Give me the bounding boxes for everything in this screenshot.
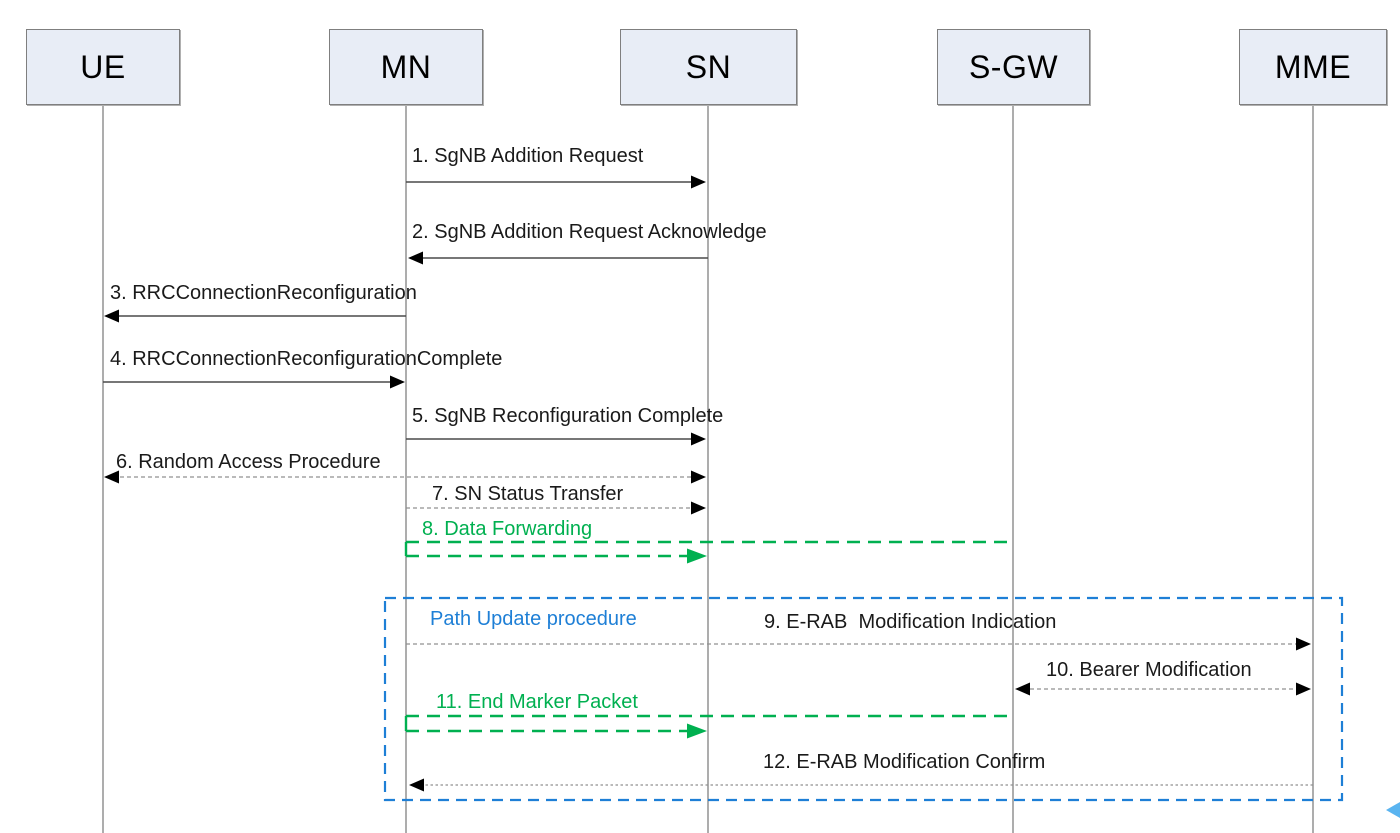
message-label-1: 1. SgNB Addition Request	[412, 145, 644, 167]
actor-label-mme: MME	[1274, 48, 1352, 85]
message-label-3: 3. RRCConnectionReconfiguration	[110, 282, 417, 304]
arrowhead-left-icon	[104, 309, 119, 323]
message-line-3	[104, 309, 406, 323]
message-label-8: 8. Data Forwarding	[422, 518, 593, 540]
message-line-7	[406, 501, 706, 515]
message-line-2	[408, 251, 708, 265]
message-label-5: 5. SgNB Reconfiguration Complete	[412, 405, 724, 427]
arrowhead-right-icon	[687, 723, 707, 739]
arrowhead-left-icon	[409, 778, 424, 792]
arrowhead-right-icon	[691, 501, 706, 515]
arrowhead-right-icon	[691, 175, 706, 189]
message-line-12	[409, 778, 1313, 792]
path-update-frame-label: Path Update procedure	[430, 608, 637, 630]
message-line-1	[406, 175, 706, 189]
message-label-10: 10. Bearer Modification	[1046, 659, 1252, 681]
actor-box-mn: MN	[329, 29, 483, 105]
actor-box-sgw: S-GW	[937, 29, 1090, 105]
message-line-10	[1015, 682, 1311, 696]
message-label-4: 4. RRCConnectionReconfigurationComplete	[110, 348, 503, 370]
actor-box-sn: SN	[620, 29, 797, 105]
message-label-7: 7. SN Status Transfer	[432, 483, 624, 505]
arrowhead-right-icon	[691, 432, 706, 446]
message-label-2: 2. SgNB Addition Request Acknowledge	[412, 221, 767, 243]
message-line-4	[103, 375, 405, 389]
message-line-5	[406, 432, 706, 446]
arrowhead-right-icon	[1296, 637, 1311, 651]
arrowhead-left-icon	[1015, 682, 1030, 696]
arrowhead-left-icon	[408, 251, 423, 265]
actor-box-ue: UE	[26, 29, 180, 105]
arrowhead-right-icon	[1296, 682, 1311, 696]
actor-label-sgw: S-GW	[968, 48, 1059, 85]
arrowhead-right-icon	[691, 470, 706, 484]
message-line-9	[406, 637, 1311, 651]
actor-label-mn: MN	[380, 48, 432, 85]
message-label-9: 9. E-RAB Modification Indication	[764, 611, 1057, 633]
message-label-6: 6. Random Access Procedure	[116, 451, 381, 473]
actor-box-mme: MME	[1239, 29, 1387, 105]
message-line-8	[404, 540, 1013, 564]
message-label-11: 11. End Marker Packet	[436, 691, 638, 713]
message-label-12: 12. E-RAB Modification Confirm	[763, 751, 1046, 773]
arrowhead-right-icon	[390, 375, 405, 389]
actor-label-sn: SN	[685, 48, 732, 85]
lifelines	[102, 105, 1314, 833]
message-line-11	[404, 714, 1013, 739]
path-update-frame	[383, 596, 1344, 802]
cursor-arrow-icon	[1386, 802, 1400, 818]
actor-label-ue: UE	[80, 48, 126, 85]
arrowhead-right-icon	[687, 548, 707, 564]
message-line-6	[104, 470, 706, 484]
arrowhead-left-icon	[104, 470, 119, 484]
